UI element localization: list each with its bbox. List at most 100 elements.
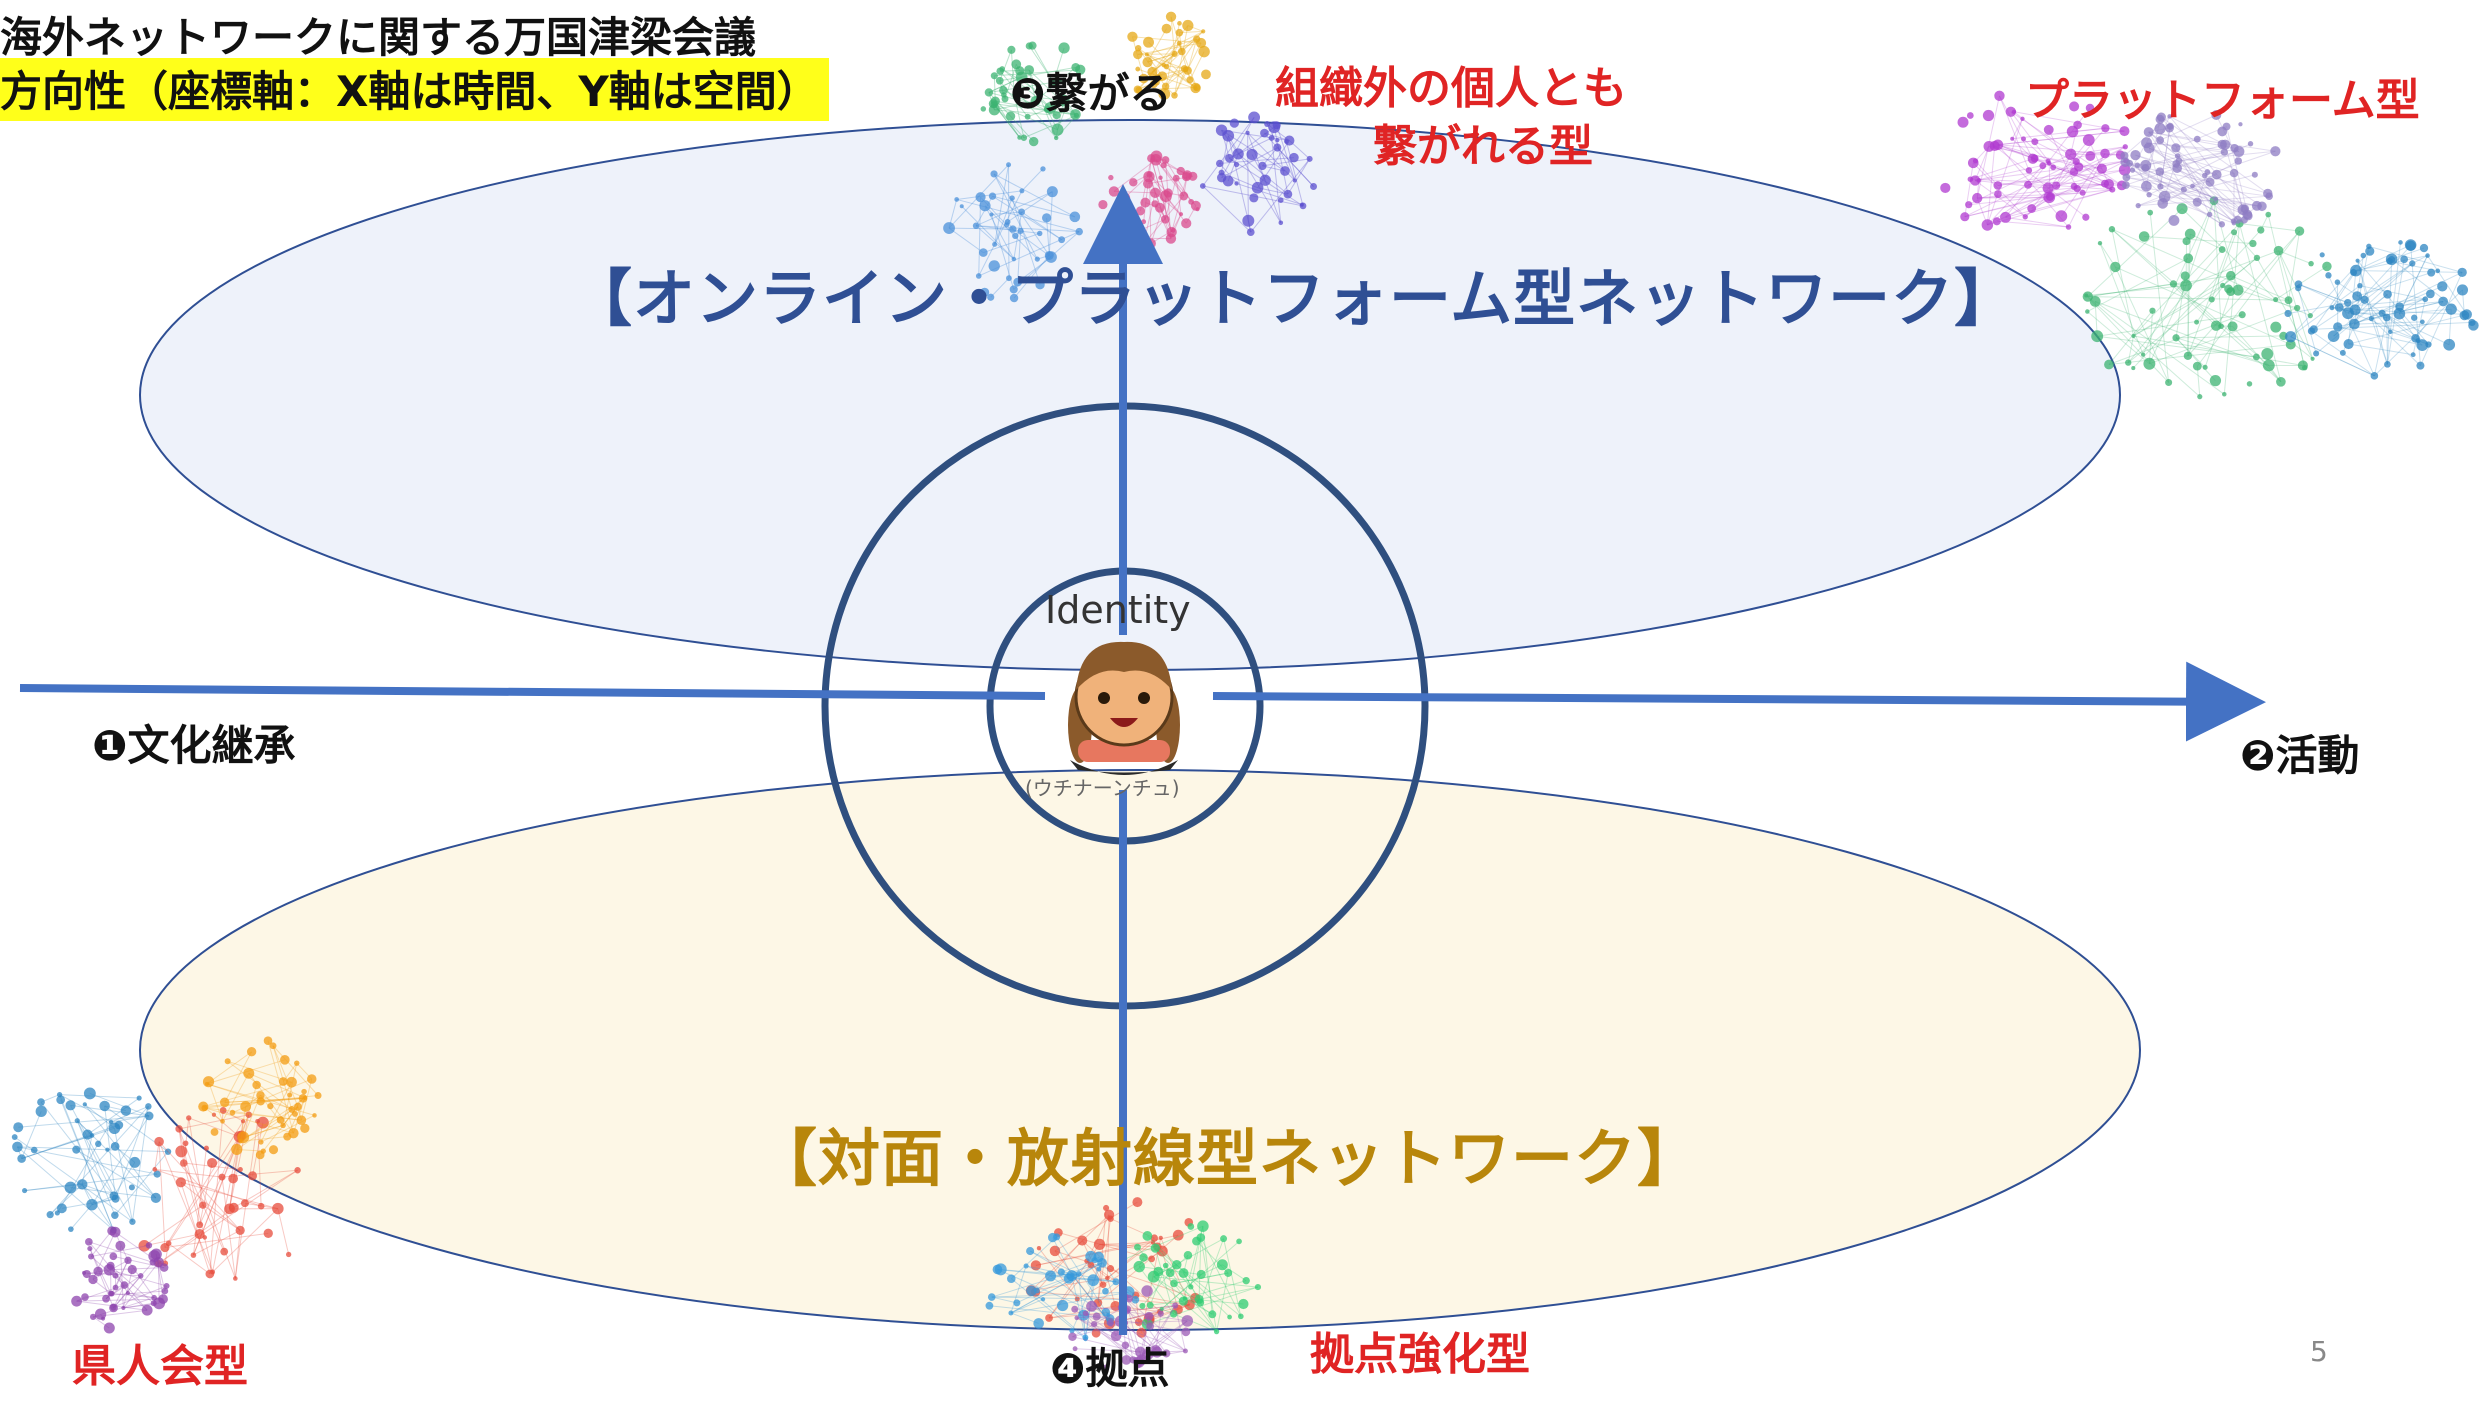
network-node (1086, 1300, 1098, 1312)
network-edge (104, 1105, 117, 1199)
network-edge (282, 1106, 299, 1126)
network-edge (994, 109, 1057, 116)
network-node (2409, 260, 2416, 267)
network-edge (961, 205, 1015, 260)
network-node (1049, 79, 1057, 88)
network-edge (2125, 184, 2234, 224)
page-number: 5 (2310, 1335, 2328, 1368)
network-edge (1200, 1241, 1240, 1275)
network-edge (1010, 1291, 1129, 1314)
network-node (82, 1102, 87, 1107)
network-node (2366, 243, 2372, 250)
network-node (2276, 376, 2286, 387)
network-node (280, 1055, 290, 1065)
network-edge (2187, 232, 2235, 357)
network-node (992, 1264, 1003, 1275)
network-node (248, 1171, 258, 1181)
network-edge (2398, 255, 2428, 314)
network-node (2097, 240, 2103, 246)
network-edge (82, 1183, 115, 1197)
network-edge (1107, 1237, 1155, 1279)
network-edge (114, 1151, 169, 1216)
network-edge (84, 1290, 165, 1298)
external-type-label-line1: 組織外の個人とも (1275, 63, 1627, 114)
network-node (1157, 71, 1168, 82)
network-edge (1178, 30, 1204, 44)
network-node (1993, 181, 2003, 190)
network-node (1162, 1349, 1171, 1358)
network-node (1177, 21, 1182, 26)
network-edge (168, 1242, 211, 1275)
network-node (145, 1242, 153, 1249)
network-node (219, 1106, 227, 1114)
network-edge (2381, 312, 2450, 346)
network-node (218, 1173, 226, 1181)
network-edge (18, 1115, 150, 1128)
network-edge (2135, 154, 2268, 194)
network-edge (257, 1121, 262, 1207)
network-edge (1165, 1265, 1217, 1332)
network-edge (1220, 135, 1229, 173)
network-node (2169, 280, 2178, 288)
network-node (2039, 162, 2047, 170)
network-edge (2111, 228, 2270, 366)
network-node (2065, 224, 2072, 230)
network-cluster-prefectural (11, 1036, 322, 1334)
network-edge (1155, 1247, 1242, 1317)
network-node (1233, 161, 1240, 168)
network-node (263, 1036, 273, 1045)
network-edge (188, 1117, 204, 1206)
network-node (294, 1060, 300, 1066)
network-edge (2095, 300, 2269, 366)
network-edge (1146, 54, 1186, 70)
network-edge (164, 1120, 244, 1248)
network-edge (1174, 1305, 1186, 1352)
network-edge (122, 1269, 133, 1309)
network-edge (1048, 1264, 1092, 1319)
network-node (301, 1088, 307, 1095)
network-node (2208, 296, 2215, 303)
network-edge (1999, 95, 2034, 159)
network-edge (2297, 288, 2317, 354)
network-node (1165, 11, 1177, 22)
network-node (2192, 197, 2202, 207)
network-edge (1122, 237, 1171, 240)
network-node (1183, 1250, 1193, 1260)
network-node (175, 1177, 187, 1188)
network-edge (76, 1149, 157, 1199)
network-edge (2175, 337, 2206, 368)
network-edge (2364, 299, 2391, 333)
network-edge (2347, 245, 2412, 314)
prefectural-type-label: 県人会型 (72, 1341, 248, 1392)
network-node (2192, 361, 2202, 371)
network-node (2378, 309, 2386, 317)
network-node (1009, 225, 1017, 233)
network-edge (2161, 116, 2269, 194)
network-node (2294, 226, 2305, 236)
network-node (2096, 163, 2107, 174)
network-node (2206, 211, 2213, 218)
network-node (2307, 313, 2313, 319)
network-edge (1013, 94, 1025, 138)
network-node (235, 1225, 245, 1235)
network-node (1013, 1299, 1021, 1307)
network-edge (1046, 217, 1050, 256)
network-node (1075, 1271, 1082, 1277)
network-node (2183, 253, 2194, 264)
network-edge (1161, 1274, 1202, 1310)
network-node (1018, 208, 1026, 216)
network-node (237, 1131, 250, 1144)
network-edge (2298, 283, 2348, 304)
network-node (82, 1270, 87, 1275)
network-edge (1266, 123, 1296, 181)
network-node (1196, 1298, 1205, 1307)
network-edge (168, 1136, 240, 1244)
network-node (2171, 143, 2181, 153)
network-node (1972, 192, 1983, 204)
network-node (2149, 307, 2156, 314)
network-node (211, 1112, 217, 1117)
network-edge (1137, 53, 1175, 55)
network-edge (1048, 191, 1053, 256)
network-node (2045, 158, 2051, 164)
network-cluster-top (943, 11, 1318, 303)
